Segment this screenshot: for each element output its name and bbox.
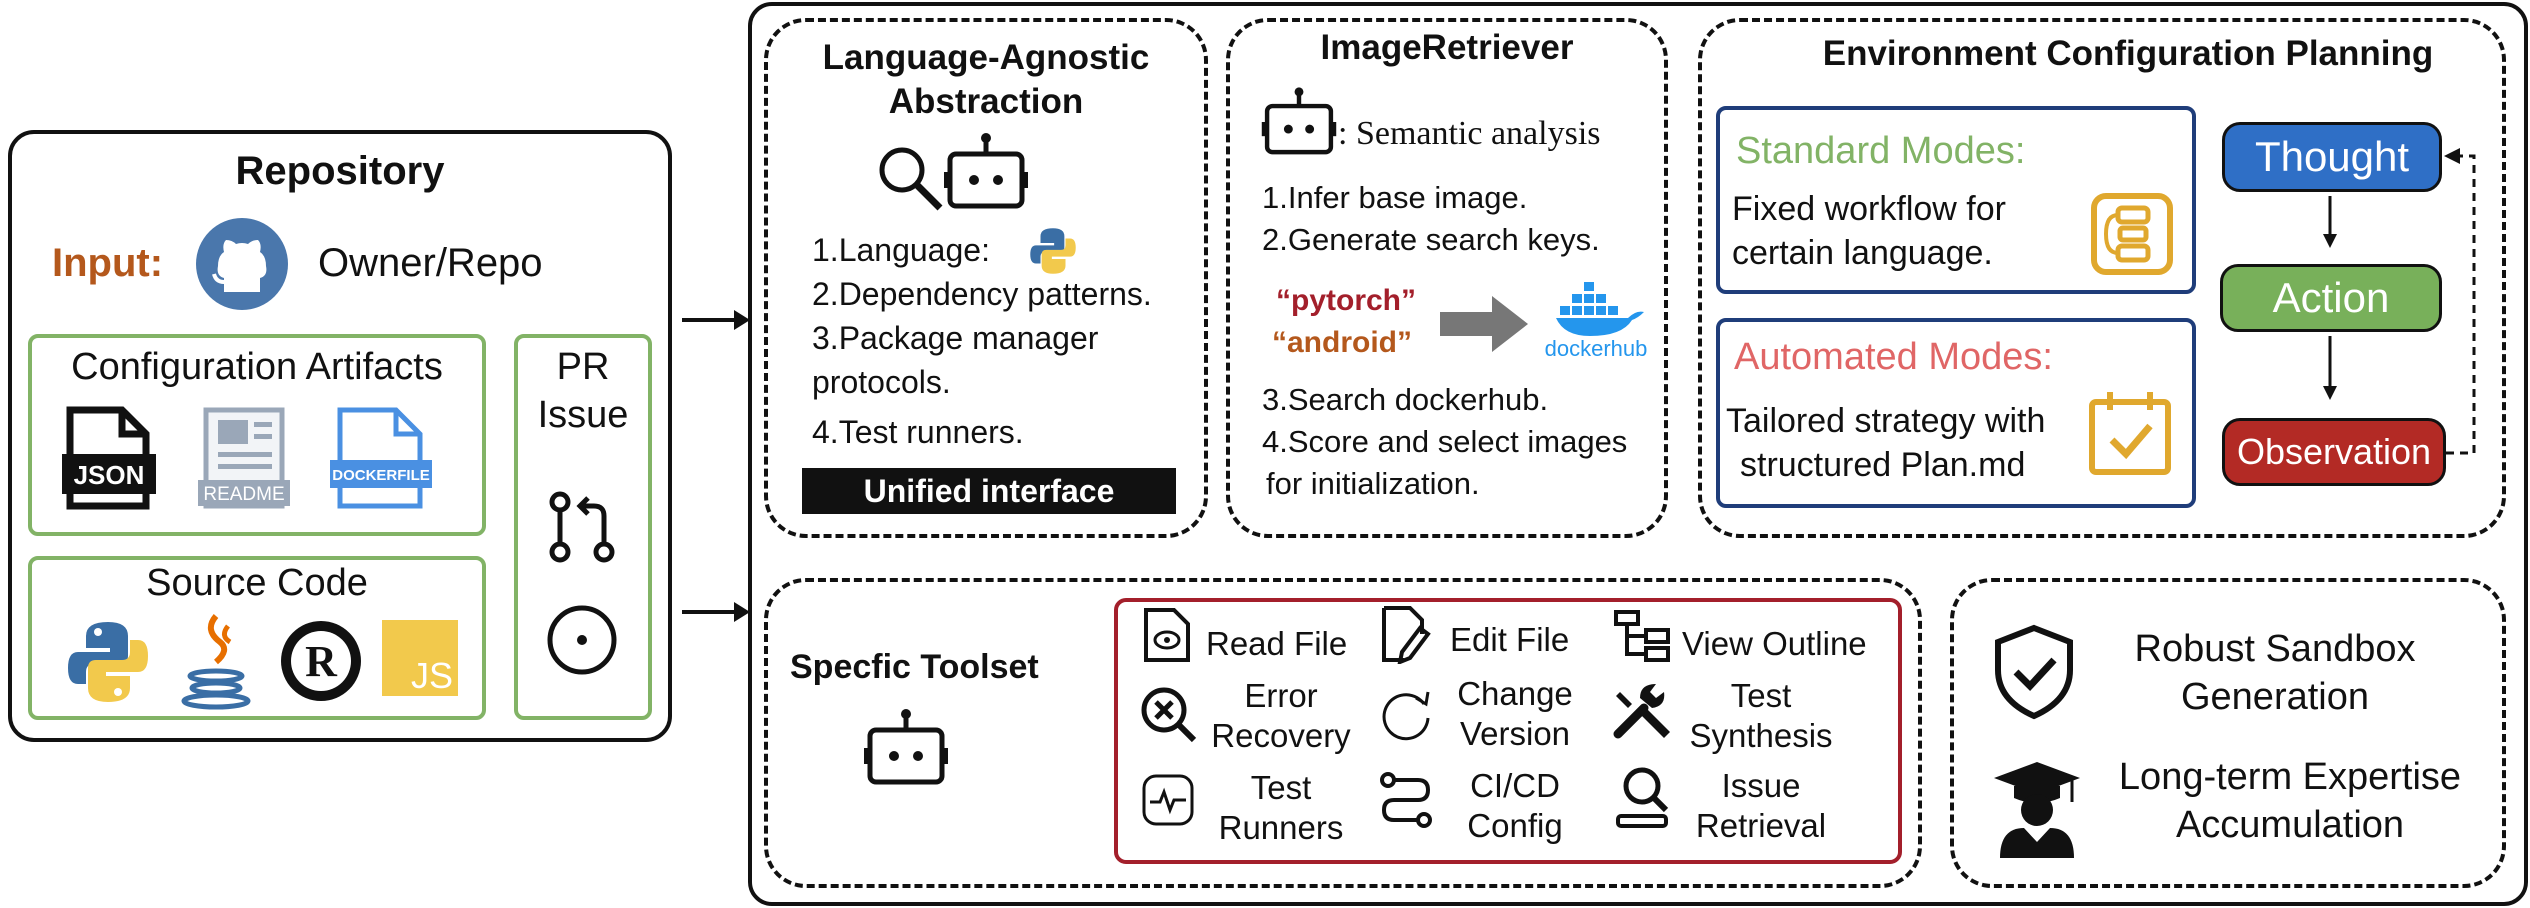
sandbox-text-1: Robust Sandbox bbox=[2134, 628, 2416, 670]
rust-icon: R bbox=[281, 621, 361, 701]
automated-text-2: structured Plan.md bbox=[1740, 446, 2026, 484]
abstraction-item-3: 3.Package manager bbox=[812, 320, 1099, 356]
unified-interface-banner: Unified interface bbox=[802, 468, 1176, 514]
source-code-title: Source Code bbox=[146, 562, 368, 604]
automated-modes-box bbox=[1716, 318, 2196, 508]
read-file-icon bbox=[1144, 608, 1190, 662]
tool-view-outline-label: View Outline bbox=[1682, 625, 1867, 662]
json-file-icon: JSON bbox=[62, 406, 156, 510]
semantic-analysis-text: : Semantic analysis bbox=[1338, 115, 1601, 152]
standard-text-1: Fixed workflow for bbox=[1732, 190, 2006, 228]
shield-check-icon bbox=[1995, 624, 2073, 720]
tool-error-recovery-label-1: Error bbox=[1244, 677, 1318, 714]
abstraction-item-1: 1.Language: bbox=[812, 232, 990, 268]
svg-text:JS: JS bbox=[411, 655, 453, 696]
abstraction-item-4: 4.Test runners. bbox=[812, 414, 1024, 450]
python-icon bbox=[68, 622, 148, 702]
pull-request-icon bbox=[549, 491, 615, 563]
standard-modes-title: Standard Modes: bbox=[1736, 130, 2026, 172]
planning-title: Environment Configuration Planning bbox=[1822, 34, 2434, 73]
arrow-to-bottom bbox=[682, 602, 750, 622]
search-arrow-icon bbox=[1440, 296, 1528, 352]
java-icon bbox=[181, 614, 251, 710]
abstraction-title-1: Language-Agnostic bbox=[822, 38, 1150, 77]
tool-edit-file-label: Edit File bbox=[1450, 621, 1570, 658]
tool-read-file-label: Read File bbox=[1206, 625, 1348, 662]
view-outline-icon bbox=[1614, 610, 1670, 662]
search-key-pytorch: “pytorch” bbox=[1276, 284, 1417, 317]
tool-test-synthesis-label-1: Test bbox=[1730, 677, 1792, 714]
test-runners-icon bbox=[1142, 774, 1194, 826]
toolset-title: Specfic Toolset bbox=[790, 648, 1039, 686]
expertise-text-1: Long-term Expertise bbox=[2118, 756, 2462, 798]
pr-label: PR bbox=[556, 346, 610, 388]
arrow-to-top bbox=[682, 310, 750, 330]
issue-label: Issue bbox=[537, 394, 629, 436]
tool-change-version-label-1: Change bbox=[1457, 675, 1573, 712]
input-label: Input: bbox=[52, 241, 164, 285]
retriever-step-4b: for initialization. bbox=[1266, 466, 1480, 501]
tools-grid-box bbox=[1114, 598, 1902, 864]
retriever-step-4: 4.Score and select images bbox=[1262, 424, 1628, 459]
thought-node: Thought bbox=[2222, 122, 2442, 192]
sandbox-text-2: Generation bbox=[2180, 676, 2369, 718]
standard-modes-box bbox=[1716, 106, 2196, 294]
tool-change-version-label-2: Version bbox=[1459, 715, 1571, 752]
github-icon bbox=[196, 218, 288, 310]
svg-text:JSON: JSON bbox=[74, 460, 145, 490]
dockerhub-label: dockerhub bbox=[1544, 336, 1648, 361]
issue-icon bbox=[547, 605, 617, 675]
expertise-text-2: Accumulation bbox=[2175, 804, 2405, 846]
abstraction-item-3b: protocols. bbox=[812, 364, 951, 400]
calendar-check-icon bbox=[2089, 392, 2171, 475]
retriever-step-1: 1.Infer base image. bbox=[1262, 180, 1528, 215]
retriever-step-3: 3.Search dockerhub. bbox=[1262, 382, 1549, 417]
robot-icon bbox=[944, 133, 1028, 209]
tool-cicd-label-2: Config bbox=[1467, 807, 1563, 844]
test-synthesis-icon bbox=[1613, 684, 1670, 739]
search-key-android: “android” bbox=[1272, 326, 1412, 359]
readme-file-icon: README bbox=[198, 407, 290, 509]
edit-file-icon bbox=[1382, 606, 1431, 664]
robot-small-icon bbox=[1261, 87, 1337, 155]
tool-test-synthesis-label-2: Synthesis bbox=[1689, 717, 1833, 754]
robot-toolset-icon bbox=[864, 709, 948, 785]
issue-retrieval-icon bbox=[1616, 767, 1669, 828]
error-recovery-icon bbox=[1141, 687, 1197, 743]
tool-issue-retrieval-label-1: Issue bbox=[1721, 767, 1801, 804]
dockerfile-file-icon: DOCKERFILE bbox=[330, 407, 432, 509]
javascript-icon: JS bbox=[382, 620, 458, 696]
action-node: Action bbox=[2220, 264, 2442, 332]
abstraction-box bbox=[764, 18, 1208, 538]
observation-node: Observation bbox=[2222, 418, 2446, 486]
magnifier-icon bbox=[879, 147, 943, 211]
config-artifacts-title: Configuration Artifacts bbox=[71, 346, 443, 388]
cicd-icon bbox=[1380, 772, 1432, 828]
python-small-icon bbox=[1030, 228, 1076, 274]
tool-test-runners-label-1: Test bbox=[1250, 769, 1312, 806]
change-version-icon bbox=[1382, 691, 1430, 741]
standard-text-2: certain language. bbox=[1732, 234, 1993, 272]
repository-title: Repository bbox=[235, 149, 445, 193]
tool-issue-retrieval-label-2: Retrieval bbox=[1695, 807, 1827, 844]
tool-cicd-label-1: CI/CD bbox=[1470, 767, 1560, 804]
owner-repo-text: Owner/Repo bbox=[318, 241, 543, 285]
graduate-icon bbox=[1994, 762, 2080, 858]
svg-text:README: README bbox=[203, 484, 284, 505]
tool-error-recovery-label-2: Recovery bbox=[1211, 717, 1351, 754]
automated-text-1: Tailored strategy with bbox=[1726, 402, 2046, 440]
image-retriever-title: ImageRetriever bbox=[1320, 28, 1574, 67]
abstraction-item-2: 2.Dependency patterns. bbox=[812, 276, 1152, 312]
abstraction-title-2: Abstraction bbox=[888, 82, 1084, 121]
tool-test-runners-label-2: Runners bbox=[1218, 809, 1344, 846]
planning-loop-arrows bbox=[2323, 148, 2476, 455]
workflow-icon bbox=[2091, 193, 2173, 275]
pr-issue-box bbox=[514, 334, 652, 720]
svg-text:R: R bbox=[305, 637, 338, 686]
retriever-step-2: 2.Generate search keys. bbox=[1262, 222, 1600, 257]
svg-text:DOCKERFILE: DOCKERFILE bbox=[332, 467, 430, 484]
docker-whale-icon bbox=[1556, 282, 1644, 336]
automated-modes-title: Automated Modes: bbox=[1734, 336, 2053, 378]
